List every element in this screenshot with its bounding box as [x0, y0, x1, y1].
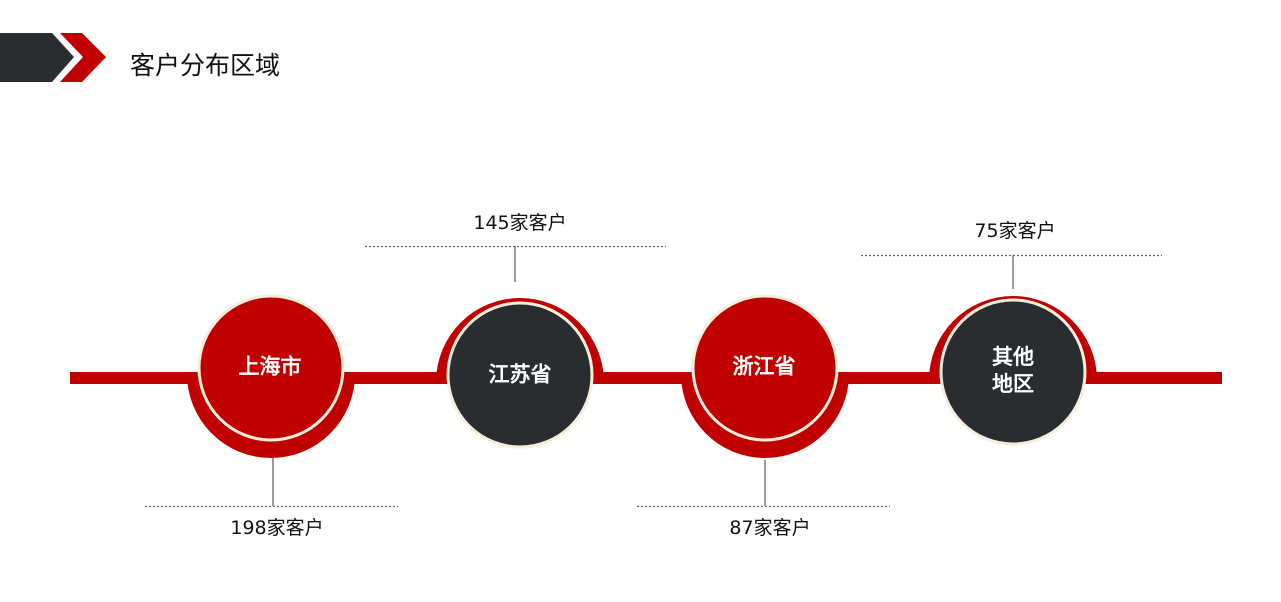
label-other-line1: 其他: [992, 345, 1034, 369]
page-title: 客户分布区域: [130, 51, 281, 80]
leader-lines: [145, 245, 1162, 508]
circle-zhejiang[interactable]: [691, 294, 839, 442]
count-jiangsu: 145家客户: [473, 212, 567, 234]
label-other-line2: 地区: [992, 372, 1034, 396]
header-red-chevron: [60, 33, 106, 82]
circle-jiangsu[interactable]: [446, 301, 594, 449]
count-other: 75家客户: [974, 220, 1056, 242]
label-zhejiang: 浙江省: [732, 354, 796, 379]
circle-other[interactable]: [939, 298, 1087, 446]
count-zhejiang: 87家客户: [729, 517, 811, 539]
circle-shanghai[interactable]: [197, 294, 345, 442]
label-other: 其他 地区: [992, 344, 1034, 398]
count-shanghai: 198家客户: [230, 517, 324, 539]
label-jiangsu: 江苏省: [488, 362, 552, 387]
header-dark-chevron: [0, 33, 74, 82]
label-shanghai: 上海市: [238, 354, 302, 379]
